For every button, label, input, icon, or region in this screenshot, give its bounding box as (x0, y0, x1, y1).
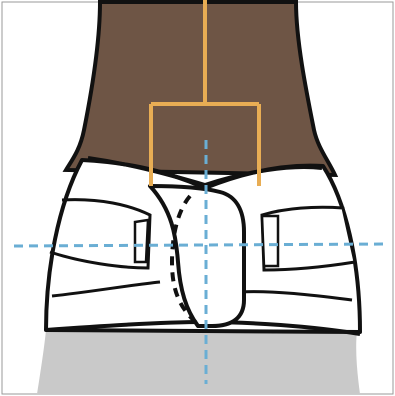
right-strap-tab (262, 216, 278, 266)
left-strap-edge (135, 220, 148, 262)
torso (66, 2, 335, 175)
hip-area (37, 330, 360, 394)
